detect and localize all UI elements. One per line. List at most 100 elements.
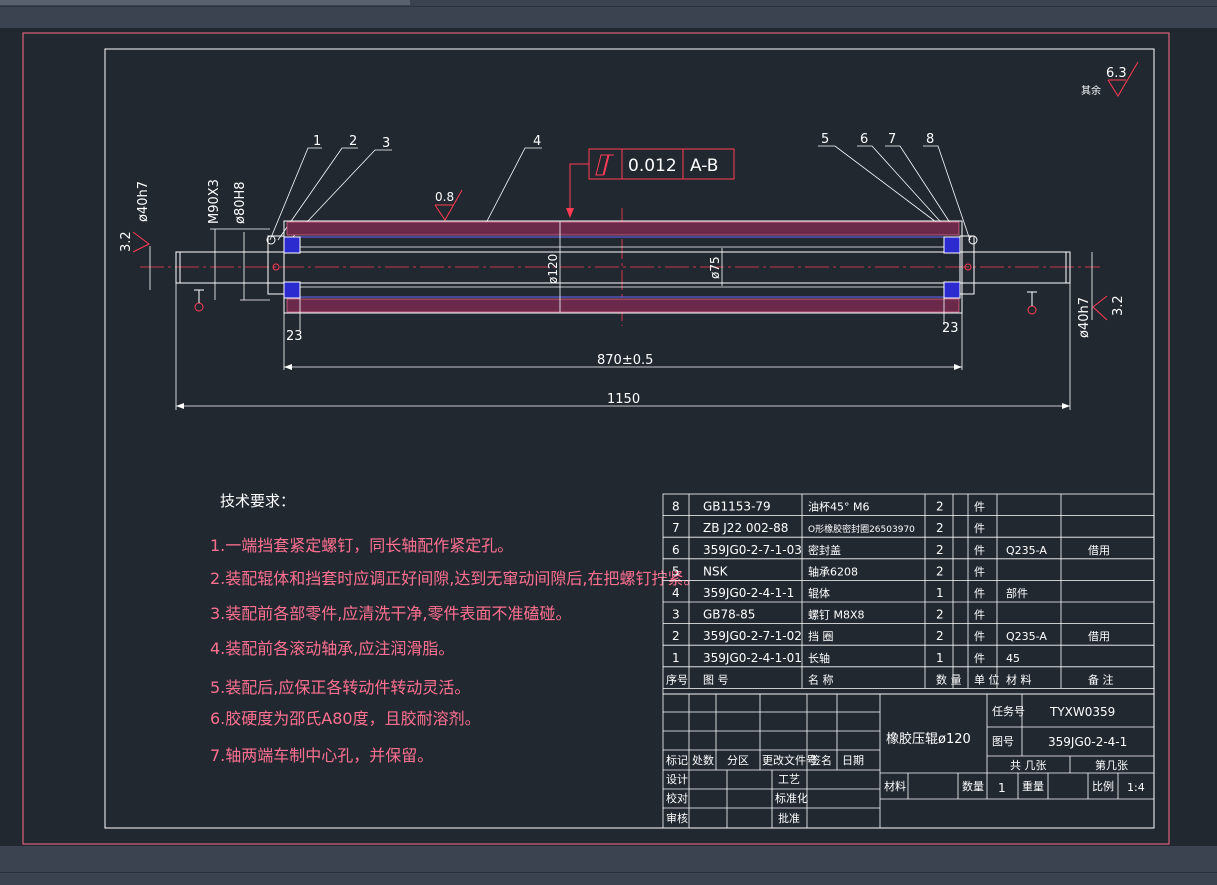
bom-header-name: 名 称 [808,672,834,686]
dim-d40-left: ø40h7 [136,181,151,222]
svg-text:2: 2 [349,134,357,149]
bom-cell-no: 7 [672,521,680,535]
bom-cell-mat: 部件 [1006,586,1028,600]
command-status-bar[interactable] [0,846,1217,885]
bom-cell-no: 3 [672,608,680,622]
bom-cell-name: 辊体 [808,586,830,600]
dim-m90: M90X3 [207,179,222,224]
bom-cell-code: 359JG0-2-4-1-1 [703,586,794,600]
tolerance-value: 0.012 [628,156,677,176]
top-toolbar [0,0,1217,28]
dim-870: 870±0.5 [597,353,653,368]
bom-cell-qty: 1 [936,586,944,600]
bom-cell-note: 借用 [1088,544,1110,557]
bom-cell-code: ZB J22 002-88 [703,521,788,535]
dim-d120: ø120 [546,254,560,284]
svg-text:更改文件号: 更改文件号 [762,753,817,767]
bom-cell-unit: 件 [974,609,985,622]
dim-23-right: 23 [942,321,959,336]
svg-text:7: 7 [888,132,896,147]
task-number: TYXW0359 [1049,705,1115,719]
bom-cell-unit: 件 [974,544,985,557]
bom-cell-qty: 2 [936,629,944,643]
tech-item: 3.装配前各部零件,应清洗干净,零件表面不准磕碰。 [210,604,571,623]
svg-text:标准化: 标准化 [775,791,808,805]
part-balloons: 1 2 3 4 5 6 7 8 [313,132,934,151]
svg-text:数量: 数量 [962,780,984,793]
part-name: 橡胶压辊ø120 [886,731,971,747]
svg-text:标记: 标记 [666,753,688,767]
balloon-leaders [269,145,971,241]
bom-cell-unit: 件 [974,630,985,643]
bom-header-no: 序号 [666,672,688,686]
svg-text:设计: 设计 [666,773,688,786]
svg-text:8: 8 [926,132,934,147]
svg-text:1:4: 1:4 [1127,781,1145,794]
svg-text:校对: 校对 [666,791,688,805]
svg-text:0.8: 0.8 [435,190,454,204]
svg-text:3.2: 3.2 [1111,295,1126,316]
bom-cell-unit: 件 [974,652,985,665]
status-divider [0,872,1217,873]
bom-cell-code: NSK [703,564,729,578]
svg-text:1: 1 [998,781,1006,795]
tech-title: 技术要求： [220,492,295,510]
svg-text:3.2: 3.2 [119,231,134,252]
bom-header-code: 图 号 [703,673,729,686]
bom-cell-qty: 2 [936,608,944,622]
left-dimensions [149,228,270,301]
bom-cell-qty: 1 [936,651,944,665]
bom-cell-unit: 件 [974,501,985,514]
bom-cell-qty: 2 [936,543,944,557]
roughness-top-symbol: 0.8 [434,189,463,221]
svg-text:材料: 材料 [884,779,906,793]
bom-cell-qty: 2 [936,521,944,535]
bom-cell-unit: 件 [974,565,985,578]
svg-text:工艺: 工艺 [778,773,800,786]
tolerance-datum: A-B [690,156,718,176]
svg-text:处数: 处数 [692,754,714,767]
svg-text:第几张: 第几张 [1095,758,1128,772]
roughness-other-symbol: 6.3 其余 [1081,61,1139,97]
bom-cell-code: 359JG0-2-7-1-02 [703,629,802,643]
dim-23-left: 23 [286,329,303,344]
drawing-number: 359JG0-2-4-1 [1048,735,1127,749]
bom-cell-code: GB1153-79 [703,500,771,514]
bom-cell-no: 4 [672,586,680,600]
bom-cell-no: 6 [672,543,680,557]
svg-text:共 几张: 共 几张 [1010,759,1047,772]
bom-cell-note: 借用 [1088,630,1110,643]
svg-text:图号: 图号 [992,735,1014,748]
bom-cell-name: 油杯45° M6 [808,500,869,514]
bom-cell-no: 2 [672,629,680,643]
shaft-assembly [140,208,1100,326]
dim-d80: ø80H8 [233,181,248,224]
tech-requirements: 技术要求： 1.一端挡套紧定螺钉，同长轴配作紧定孔。 2.装配辊体和挡套时应调正… [210,492,699,765]
roughness-right-symbol: 3.2 [1092,295,1126,321]
bom-cell-no: 1 [672,651,680,665]
bom-header-note: 备 注 [1088,672,1114,686]
roughness-other-value: 6.3 [1106,66,1127,81]
tech-item: 2.装配辊体和挡套时应调正好间隙,达到无窜动间隙后,在把螺钉拧紧。 [210,569,699,588]
bill-of-materials [662,493,1155,695]
bom-cell-qty: 2 [936,564,944,578]
tech-item: 1.一端挡套紧定螺钉，同长轴配作紧定孔。 [210,536,513,555]
bom-header-unit: 单 位 [974,672,1000,686]
title-block-text: 橡胶压辊ø120 任务号 TYXW0359 图号 359JG0-2-4-1 共 … [666,705,1145,825]
tab-strip[interactable] [0,0,410,5]
dim-d75: ø75 [708,256,722,279]
svg-text:审核: 审核 [666,811,688,825]
tech-item: 6.胶硬度为邵氏A80度，且胶耐溶剂。 [210,709,481,728]
bom-cell-unit: 件 [974,522,985,535]
bom-cell-no: 5 [672,564,680,578]
toolbar-divider [0,6,1217,7]
svg-text:比例: 比例 [1092,779,1114,793]
drawing-canvas[interactable]: 6.3 其余 0.012 A-B 0.8 [0,28,1217,846]
sheet-outer-border [22,32,1170,845]
bom-cell-name: O形橡胶密封圈26503970 [808,523,915,535]
bom-cell-qty: 2 [936,500,944,514]
tech-item: 7.轴两端车制中心孔，并保留。 [210,746,433,765]
bom-cell-no: 8 [672,500,680,514]
tech-item: 5.装配后,应保正各转动件转动灵活。 [210,678,470,697]
